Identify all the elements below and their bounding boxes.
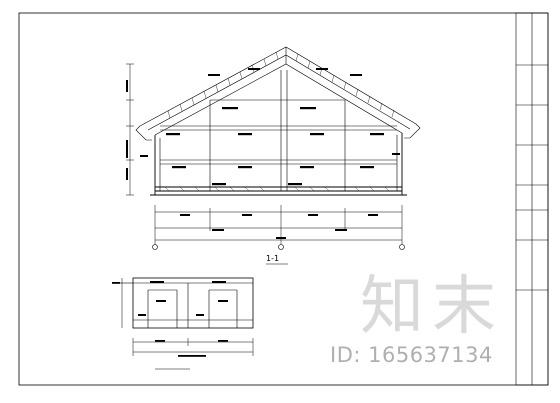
roof-hatch [167, 51, 395, 119]
axis-marker-right [399, 244, 405, 250]
illegible-annotations [112, 68, 400, 357]
eave-details [135, 123, 421, 141]
detail-drawing [118, 277, 254, 370]
ground-hatch [164, 186, 390, 192]
axis-marker-left [152, 244, 158, 250]
axis-marker-center [278, 244, 284, 250]
main-section-caption: 1-1 [266, 254, 280, 263]
roof-outline [139, 46, 417, 136]
horizontal-dimensions [154, 205, 403, 245]
watermark-id: ID: 165637134 [330, 343, 493, 367]
building-section [150, 70, 407, 196]
watermark-logo: 知末 [360, 270, 504, 344]
vertical-dimensions [126, 63, 134, 196]
